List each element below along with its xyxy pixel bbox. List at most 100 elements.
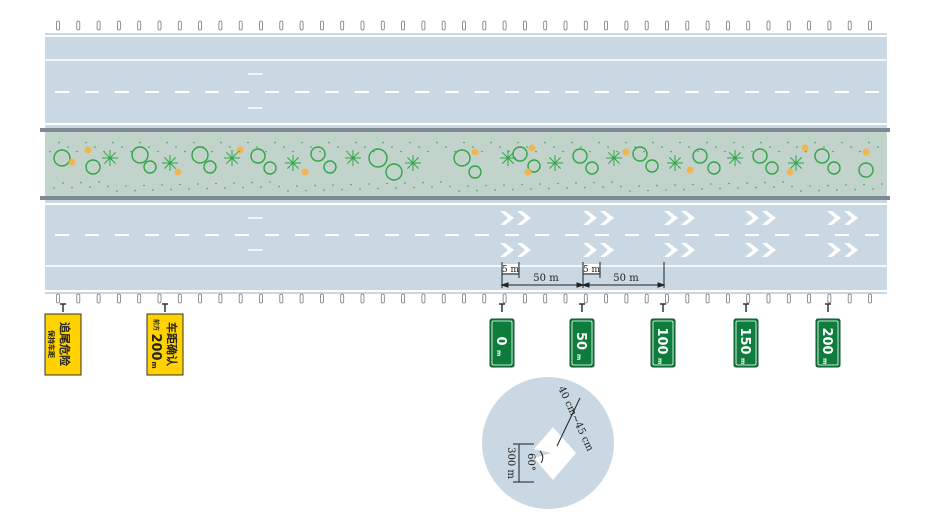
- grass-dot: [58, 141, 60, 144]
- shrub-stroke: [795, 156, 803, 164]
- grass-dot: [593, 181, 595, 184]
- delineator-post: [563, 20, 568, 31]
- grass-dot: [881, 183, 883, 185]
- delineator-post: [462, 20, 466, 31]
- delineator-post: [56, 20, 60, 31]
- grass-dot: [472, 146, 474, 148]
- grass-dot: [440, 181, 442, 183]
- grass-dot: [760, 141, 762, 144]
- grass-dot: [188, 188, 190, 190]
- marker-panel: [489, 318, 515, 368]
- guardrail-bottom: [40, 196, 890, 200]
- delineator-post: [319, 293, 324, 304]
- grass-dot: [755, 186, 757, 189]
- marker-panel: [650, 318, 676, 368]
- grass-dot: [575, 182, 577, 184]
- sign-line1: 车距确认: [165, 322, 179, 367]
- shrub-stroke: [163, 162, 171, 170]
- shrub-stroke: [613, 157, 621, 165]
- chevron-mark: [762, 211, 776, 225]
- shrub-stroke: [548, 156, 556, 164]
- grass-dot: [818, 189, 820, 192]
- grass-dot: [494, 189, 496, 191]
- delineator-post: [705, 293, 710, 304]
- marker-border: [491, 320, 513, 366]
- delineator-post: [685, 20, 690, 31]
- flower: [68, 158, 76, 166]
- grass-dot: [719, 187, 721, 190]
- detail-angle-arc: [539, 450, 544, 464]
- grass-dot: [283, 146, 285, 148]
- shrub-stroke: [728, 151, 736, 159]
- sign-small-text: 前方: [152, 319, 160, 331]
- marker-value: 200: [819, 327, 834, 354]
- distance-marker-50: 50m: [569, 303, 595, 368]
- grass-dot: [809, 185, 811, 187]
- upper-roadway: [45, 33, 887, 128]
- grass-dot: [134, 189, 136, 192]
- grass-dot: [359, 188, 361, 190]
- shrub-stroke: [734, 151, 742, 159]
- delineator-post: [482, 20, 487, 31]
- delineator-post: [279, 293, 284, 304]
- tree-circle: [527, 159, 541, 173]
- grass-dot: [832, 150, 834, 153]
- distance-marker-0: 0m: [489, 303, 515, 368]
- grass-dot: [553, 146, 555, 148]
- chevron-markings: [500, 211, 858, 257]
- grass-dot: [467, 185, 469, 187]
- marker-unit: m: [821, 358, 828, 364]
- shrub-stroke: [286, 156, 294, 164]
- tree-circle: [632, 146, 648, 162]
- delineator-post: [786, 20, 791, 31]
- flower: [801, 144, 809, 152]
- grass-dot: [224, 187, 226, 189]
- sign-panel: [44, 313, 82, 376]
- tree-circle: [645, 159, 659, 173]
- grass-dot: [247, 141, 249, 144]
- delineator-post: [583, 293, 588, 304]
- delineator-post: [421, 20, 426, 31]
- shrub-stroke: [501, 157, 509, 165]
- dim-arrow-3: [581, 282, 590, 288]
- tree-circle: [323, 160, 337, 174]
- grass-dot: [67, 146, 69, 148]
- delineator-post: [624, 293, 629, 304]
- delineator-post: [766, 20, 771, 31]
- grass-dot: [121, 146, 123, 148]
- shrub-stroke: [292, 162, 300, 170]
- grass-dot: [341, 188, 343, 191]
- delineator-post: [726, 293, 730, 304]
- shrub-stroke: [668, 162, 676, 170]
- tree-circle: [131, 146, 149, 164]
- grass-dot: [287, 190, 289, 192]
- chevron-mark: [844, 243, 858, 257]
- marker-border: [652, 320, 674, 366]
- delineator-post: [827, 20, 832, 31]
- grass-dot: [616, 150, 618, 153]
- delineator-post: [299, 20, 304, 31]
- grass-dot: [418, 146, 420, 148]
- delineator-post: [380, 20, 385, 31]
- shrub-stroke: [225, 151, 233, 159]
- delineator-post: [644, 293, 649, 304]
- shrub-stroke: [169, 162, 177, 170]
- tree-circle: [453, 149, 471, 167]
- shrub-stroke: [728, 157, 736, 165]
- delineator-post: [137, 293, 142, 304]
- shrub-stroke: [789, 156, 797, 164]
- delineator-post: [665, 293, 669, 304]
- tree-circle: [310, 146, 326, 162]
- chevron-detail-view: 300 m 60° 40 cm~45 cm: [482, 377, 614, 509]
- grass-dot: [310, 146, 312, 148]
- grass-dot: [787, 141, 789, 144]
- delineator-post: [421, 293, 426, 304]
- shrub-stroke: [406, 162, 414, 170]
- grass-dot: [697, 150, 699, 153]
- grass-dot: [692, 183, 694, 186]
- shrub-stroke: [607, 151, 615, 159]
- dim-span1-label: 50 m: [533, 273, 559, 284]
- grass-dot: [764, 181, 766, 184]
- chevron-mark: [500, 211, 514, 225]
